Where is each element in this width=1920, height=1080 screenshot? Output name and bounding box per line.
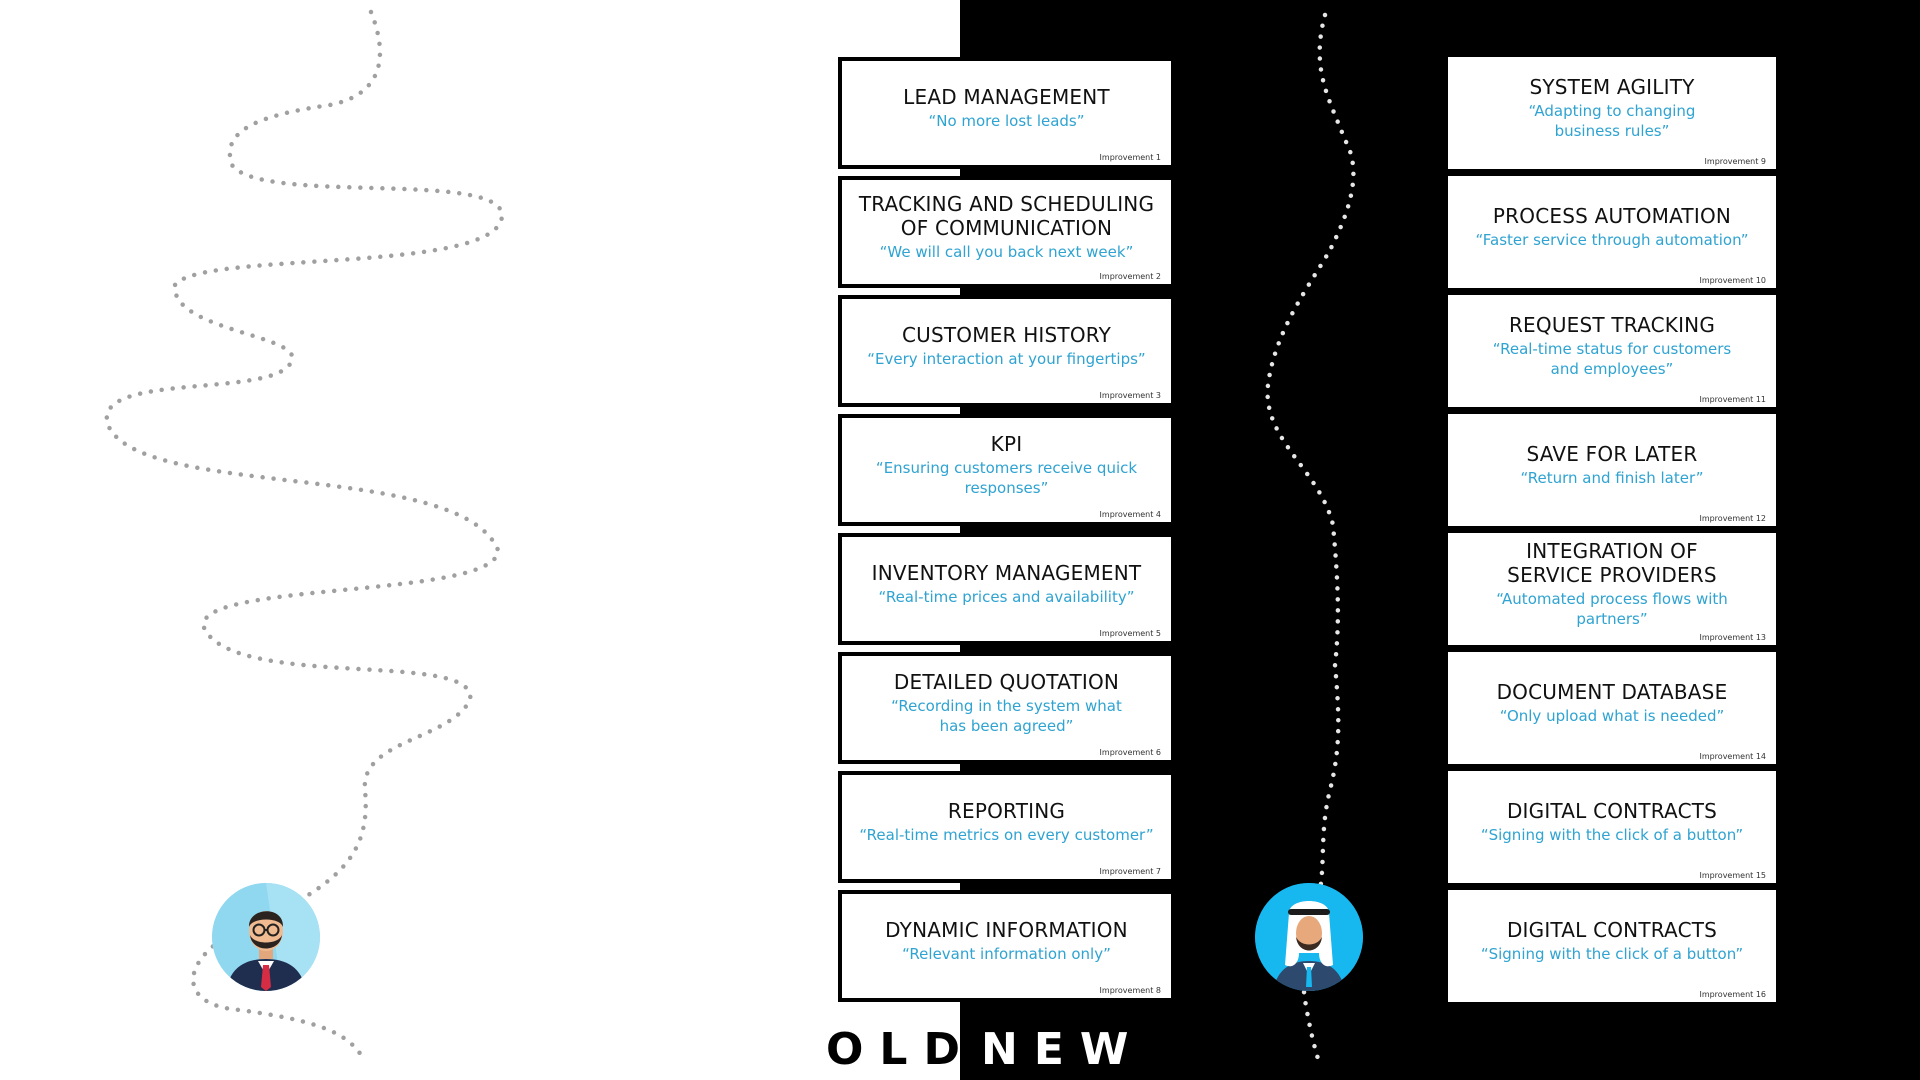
old-improvement-card: LEAD MANAGEMENT “No more lost leads” Impro… <box>838 57 1171 169</box>
card-title: PROCESS AUTOMATION <box>1492 204 1732 228</box>
card-title: DIGITAL CONTRACTS <box>1506 918 1718 942</box>
card-improvement-tag: Improvement 2 <box>1099 272 1161 281</box>
card-improvement-tag: Improvement 7 <box>1099 867 1161 876</box>
new-improvement-card: INTEGRATION OF SERVICE PROVIDERS“Automat… <box>1448 533 1776 645</box>
new-improvement-card: SYSTEM AGILITY “Adapting to changing busi… <box>1448 57 1776 169</box>
card-title: REQUEST TRACKING <box>1508 313 1716 337</box>
arab-man-avatar-icon <box>1255 883 1363 991</box>
old-improvement-card: KPI “Ensuring customers receive quick res… <box>838 414 1171 526</box>
card-subtitle: “Relevant information only” <box>902 945 1111 963</box>
new-improvement-card: SAVE FOR LATER “Return and finish later” I… <box>1448 414 1776 526</box>
card-improvement-tag: Improvement 11 <box>1699 395 1766 404</box>
old-improvement-card: INVENTORY MANAGEMENT “Real-time prices an… <box>838 533 1171 645</box>
card-subtitle: “We will call you back next week” <box>879 243 1134 261</box>
new-improvement-card: DIGITAL CONTRACTS “Signing with the click… <box>1448 890 1776 1002</box>
old-background <box>0 0 960 1080</box>
card-improvement-tag: Improvement 13 <box>1699 633 1766 642</box>
card-subtitle: “Ensuring customers receive quick respon… <box>875 459 1138 497</box>
card-improvement-tag: Improvement 9 <box>1704 157 1766 166</box>
arab-man-avatar-svg <box>1255 883 1363 991</box>
card-title: TRACKING AND SCHEDULING OF COMMUNICATION <box>858 192 1155 240</box>
card-improvement-tag: Improvement 4 <box>1099 510 1161 519</box>
card-subtitle: “Every interaction at your fingertips” <box>867 350 1146 368</box>
new-improvement-card: PROCESS AUTOMATION “Faster service throug… <box>1448 176 1776 288</box>
card-subtitle: “Real-time metrics on every customer” <box>859 826 1154 844</box>
old-label: OLD <box>826 1024 976 1075</box>
card-subtitle: “Signing with the click of a button” <box>1480 945 1744 963</box>
old-improvement-card: REPORTING “Real-time metrics on every cus… <box>838 771 1171 883</box>
card-subtitle: “Only upload what is needed” <box>1499 707 1725 725</box>
card-title: REPORTING <box>947 799 1066 823</box>
card-title: DYNAMIC INFORMATION <box>885 918 1128 942</box>
card-title: KPI <box>990 432 1023 456</box>
card-title: SYSTEM AGILITY <box>1529 75 1695 99</box>
card-subtitle: “Recording in the system what has been a… <box>891 697 1122 735</box>
card-title: CUSTOMER HISTORY <box>901 323 1112 347</box>
card-subtitle: “Faster service through automation” <box>1475 231 1749 249</box>
card-title: INTEGRATION OF SERVICE PROVIDERS <box>1507 539 1717 587</box>
card-title: INVENTORY MANAGEMENT <box>871 561 1142 585</box>
card-subtitle: “Real-time status for customers and empl… <box>1492 340 1732 378</box>
old-improvement-card: DETAILED QUOTATION “Recording in the syst… <box>838 652 1171 764</box>
card-improvement-tag: Improvement 8 <box>1099 986 1161 995</box>
card-improvement-tag: Improvement 16 <box>1699 990 1766 999</box>
card-title: SAVE FOR LATER <box>1526 442 1698 466</box>
card-subtitle: “Return and finish later” <box>1520 469 1704 487</box>
new-dotted-path <box>1265 12 1356 1068</box>
card-improvement-tag: Improvement 3 <box>1099 391 1161 400</box>
card-subtitle: “Automated process flows with partners” <box>1496 590 1728 628</box>
businessman-avatar-icon <box>212 883 320 991</box>
card-improvement-tag: Improvement 5 <box>1099 629 1161 638</box>
card-improvement-tag: Improvement 15 <box>1699 871 1766 880</box>
card-improvement-tag: Improvement 10 <box>1699 276 1766 285</box>
new-label: NEW <box>981 1024 1145 1075</box>
card-subtitle: “Real-time prices and availability” <box>878 588 1135 606</box>
card-improvement-tag: Improvement 6 <box>1099 748 1161 757</box>
card-title: DOCUMENT DATABASE <box>1496 680 1728 704</box>
card-title: LEAD MANAGEMENT <box>903 85 1110 109</box>
old-improvement-card: TRACKING AND SCHEDULING OF COMMUNICATION… <box>838 176 1171 288</box>
new-improvement-card: DOCUMENT DATABASE “Only upload what is ne… <box>1448 652 1776 764</box>
card-improvement-tag: Improvement 14 <box>1699 752 1766 761</box>
businessman-avatar-svg <box>212 883 320 991</box>
card-improvement-tag: Improvement 1 <box>1099 153 1161 162</box>
card-subtitle: “Signing with the click of a button” <box>1480 826 1744 844</box>
old-improvement-card: CUSTOMER HISTORY “Every interaction at yo… <box>838 295 1171 407</box>
card-title: DIGITAL CONTRACTS <box>1506 799 1718 823</box>
new-improvement-card: REQUEST TRACKING “Real-time status for cu… <box>1448 295 1776 407</box>
new-improvement-card: DIGITAL CONTRACTS “Signing with the click… <box>1448 771 1776 883</box>
card-title: DETAILED QUOTATION <box>893 670 1120 694</box>
old-improvement-card: DYNAMIC INFORMATION “Relevant information… <box>838 890 1171 1002</box>
card-subtitle: “Adapting to changing business rules” <box>1528 102 1696 140</box>
card-improvement-tag: Improvement 12 <box>1699 514 1766 523</box>
card-subtitle: “No more lost leads” <box>928 112 1085 130</box>
